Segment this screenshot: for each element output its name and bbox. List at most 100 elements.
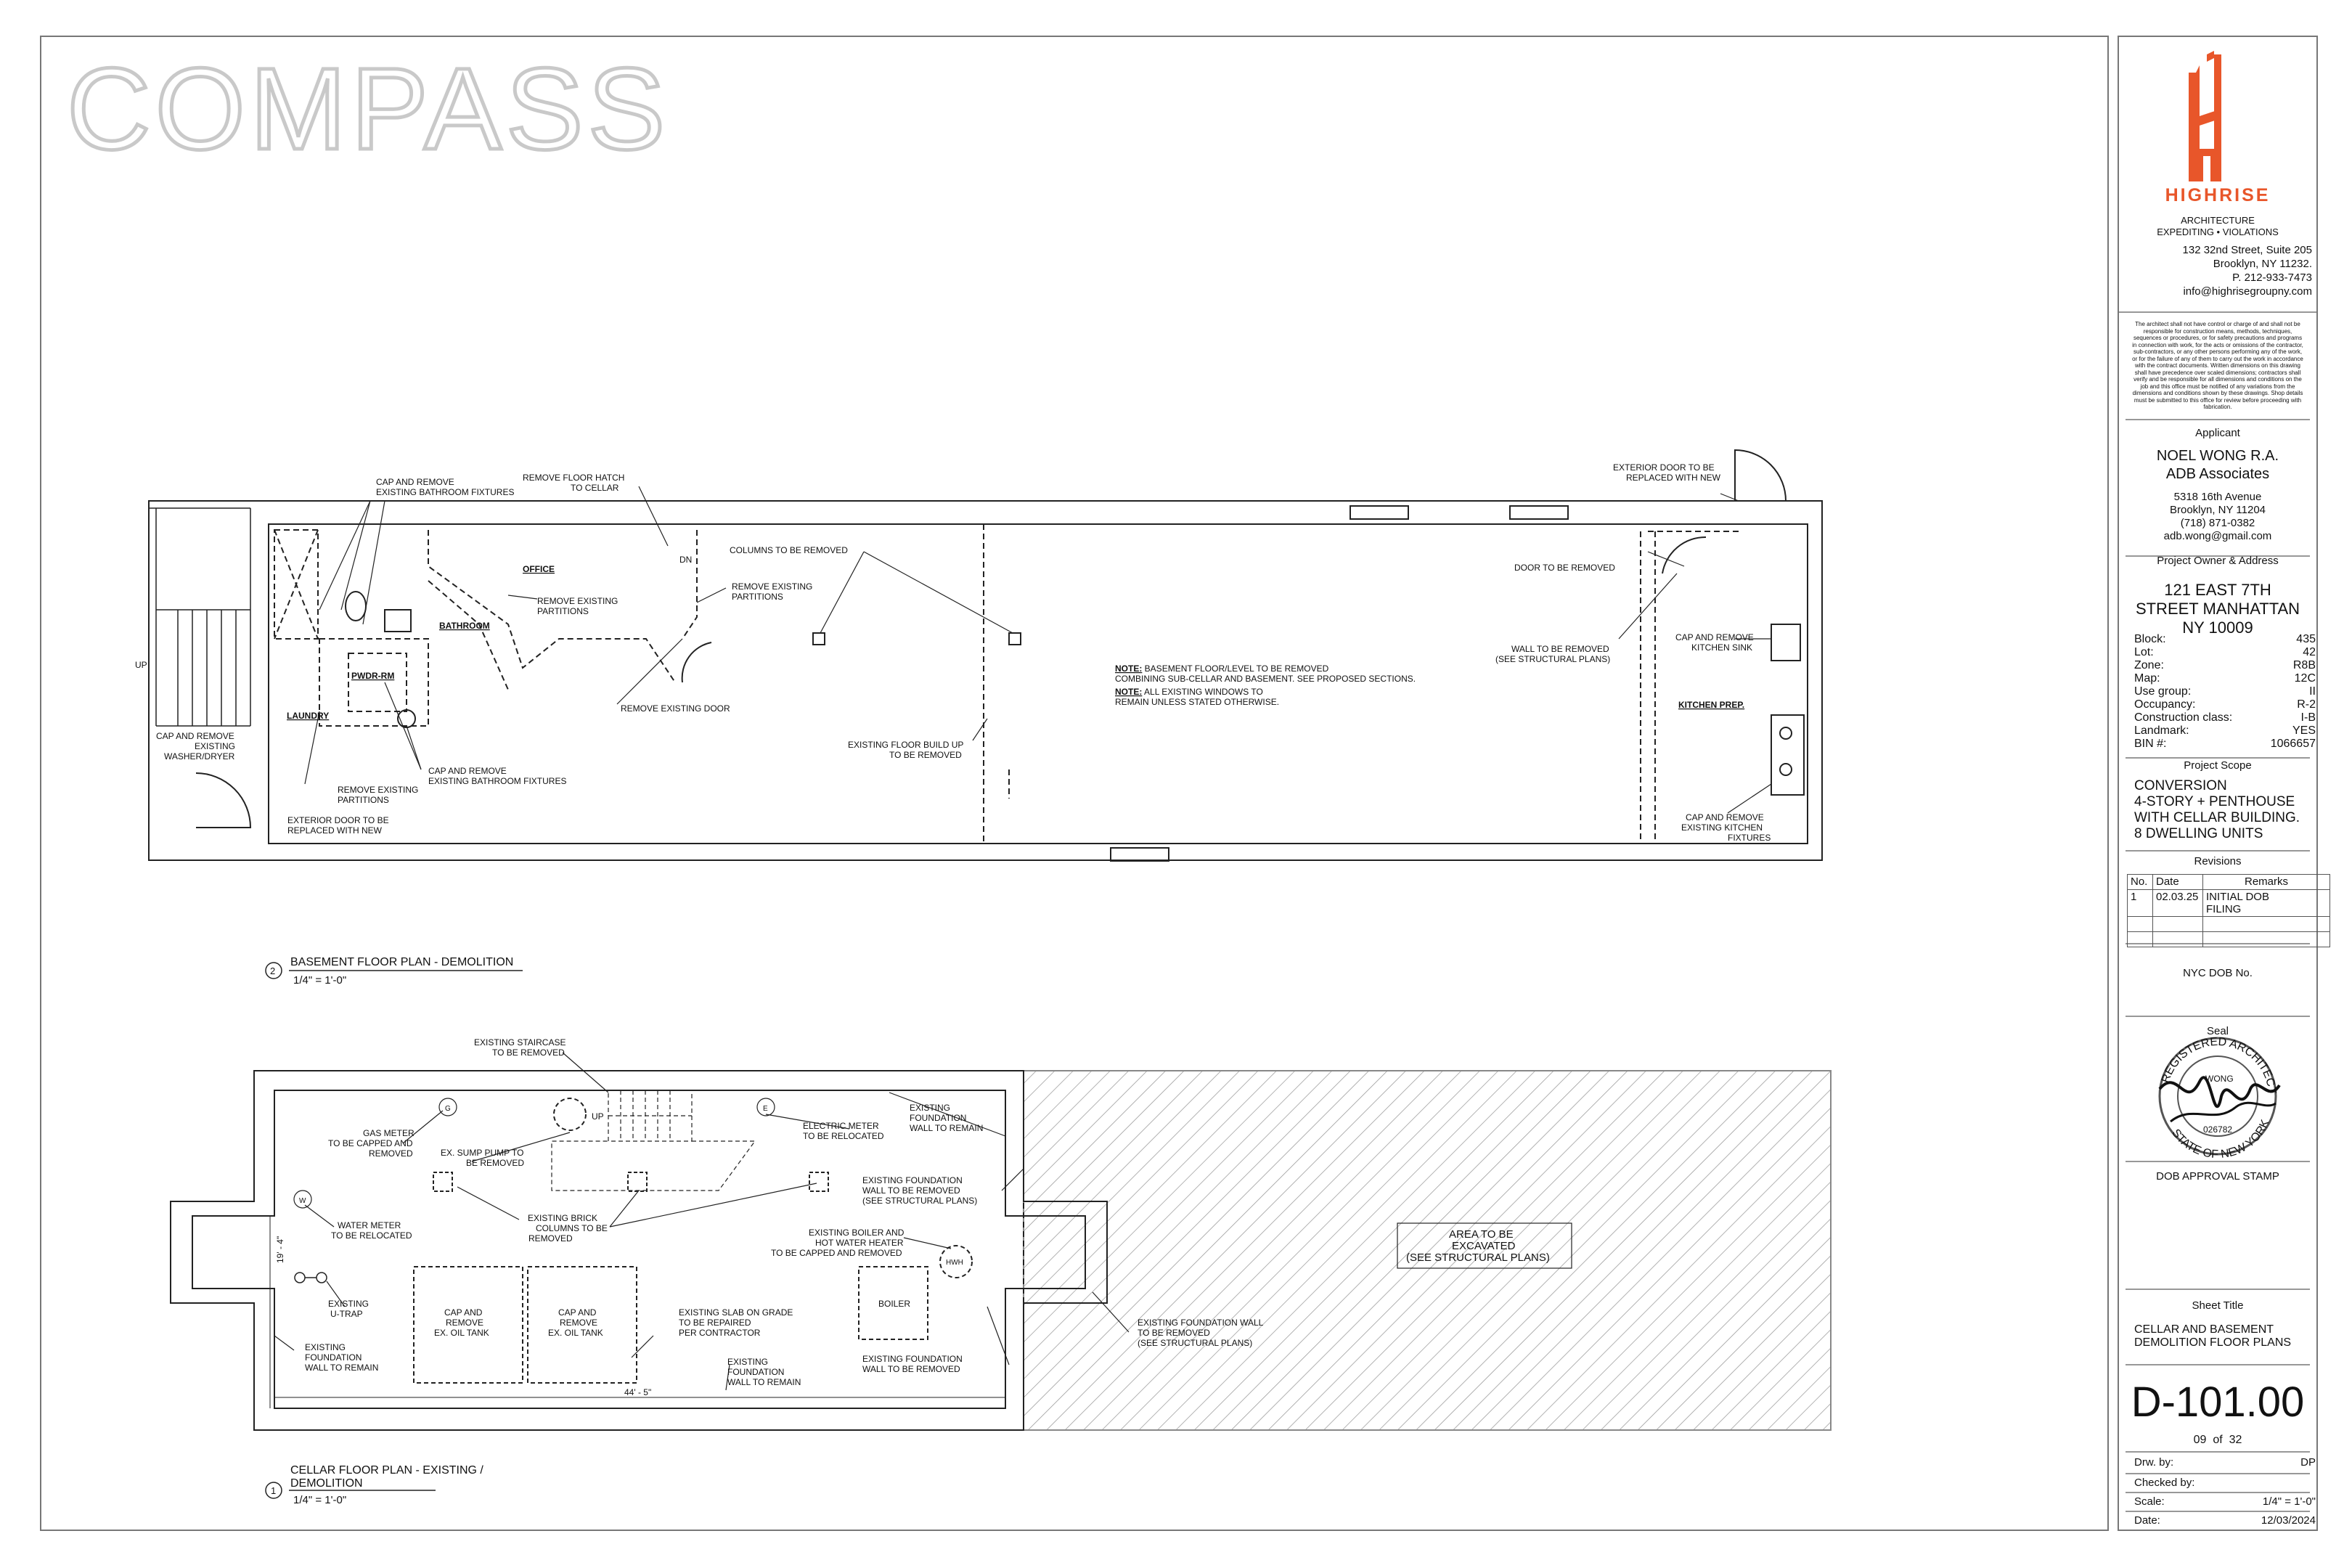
meta-key: Scale: (2134, 1495, 2165, 1508)
cellar-title: 1 CELLAR FLOOR PLAN - EXISTING / DEMOLIT… (265, 1464, 483, 1506)
prop-key: Zone: (2134, 659, 2164, 671)
note-fwr-2: WALL TO BE REMOVED (862, 1185, 960, 1196)
tank2-b: REMOVE (560, 1318, 597, 1328)
note-remove-part-2: PARTITIONS (537, 606, 589, 616)
cellar-up: UP (592, 1111, 604, 1122)
note-remove-part-b: REMOVE EXISTING (732, 581, 812, 592)
note-stair: EXISTING STAIRCASE (474, 1037, 565, 1048)
brick-column-2 (627, 1172, 648, 1192)
window-1 (1349, 505, 1409, 520)
note-washer-2: EXISTING (195, 741, 235, 751)
partitions-to-remove (274, 524, 1742, 844)
owner-heading: Project Owner & Address (2157, 555, 2279, 567)
note-fwall: EXISTING (910, 1103, 950, 1113)
firm-phone: P. 212-933-7473 (2232, 271, 2312, 284)
tank2-c: EX. OIL TANK (548, 1328, 603, 1338)
note-water: WATER METER (338, 1220, 401, 1230)
tank1-b: REMOVE (446, 1318, 483, 1328)
meta-key: Date: (2134, 1514, 2160, 1527)
excavate-2: EXCAVATED (1452, 1240, 1516, 1252)
dim-width: 44' - 5" (624, 1387, 651, 1397)
interior-door (681, 642, 712, 683)
note-fwall-2: FOUNDATION (910, 1113, 966, 1123)
gas-meter-symbol (438, 1098, 457, 1116)
prop-value: II (2309, 685, 2316, 698)
cellar-leader-lines (274, 1052, 1130, 1391)
toilet (345, 591, 367, 621)
window-3 (1110, 847, 1169, 862)
prop-value: R-2 (2297, 698, 2316, 711)
note-basement-1b: COMBINING SUB-CELLAR AND BASEMENT. SEE P… (1115, 674, 1416, 684)
meta-key: Checked by: (2134, 1477, 2195, 1489)
stove-burner (1779, 727, 1792, 740)
applicant-addr1: 5318 16th Avenue (2173, 491, 2262, 503)
sheet-total: 32 (2229, 1434, 2242, 1446)
note-boilnote-2: HOT WATER HEATER (815, 1238, 904, 1248)
owner-line3: NY 10009 (2182, 618, 2253, 637)
boiler (858, 1266, 928, 1340)
room-kitchen: KITCHEN PREP. (1678, 700, 1744, 710)
prop-value: R8B (2292, 659, 2316, 671)
dimension-lines (269, 1216, 1005, 1408)
note-ext-door-left: EXTERIOR DOOR TO BE (287, 815, 389, 825)
stove-burner-2 (1779, 763, 1792, 776)
prop-key: Lot: (2134, 646, 2154, 658)
sheet-of: of (2213, 1434, 2223, 1446)
note-boilnote-3: TO BE CAPPED AND REMOVED (771, 1248, 902, 1258)
revision-row-empty (2127, 931, 2330, 947)
note-ext-door-right: EXTERIOR DOOR TO BE (1613, 462, 1715, 473)
sheet-title-line1: CELLAR AND BASEMENT (2134, 1323, 2274, 1336)
room-pwdr: PWDR-RM (351, 671, 394, 681)
kitchen-door (1662, 536, 1707, 574)
cellar-title-scale: 1/4" = 1'-0" (293, 1494, 346, 1506)
note-remove-part-b-2: PARTITIONS (732, 592, 783, 602)
prop-value: 42 (2303, 646, 2316, 658)
note-sump-2: BE REMOVED (466, 1158, 524, 1168)
note-ext-door-right-2: REPLACED WITH NEW (1626, 473, 1721, 483)
prop-value: I-B (2300, 711, 2316, 724)
note-kfix-2: EXISTING KITCHEN (1681, 822, 1763, 833)
revision-row-empty (2127, 916, 2330, 932)
seal-heading: Seal (2206, 1025, 2229, 1037)
note-boilnote: EXISTING BOILER AND (809, 1228, 905, 1238)
prop-row: Construction class: I-B (2134, 711, 2316, 724)
note-washer-3: WASHER/DRYER (164, 751, 235, 761)
meta-row: Checked by: (2134, 1477, 2316, 1489)
note-remove-door: REMOVE EXISTING DOOR (621, 703, 730, 714)
prop-key: Use group: (2134, 685, 2192, 698)
signature (2158, 1076, 2281, 1108)
note-fb-2: FOUNDATION (727, 1367, 784, 1377)
basement-inner-wall (268, 523, 1808, 844)
room-bathroom: BATHROOM (439, 621, 490, 631)
meta-row: Drw. by:DP (2134, 1456, 2316, 1469)
window-2 (1509, 505, 1569, 520)
u-trap (294, 1272, 327, 1283)
note-fex: EXISTING FOUNDATION WALL (1138, 1318, 1264, 1328)
note-fwall-3: WALL TO REMAIN (910, 1123, 983, 1133)
title-block-border (2118, 36, 2318, 1531)
applicant-phone: (718) 871-0382 (2180, 517, 2255, 529)
highrise-logo-icon (2189, 51, 2221, 181)
meta-row: Date: 12/03/2024 (2134, 1514, 2316, 1527)
prop-row: Map:12C (2134, 672, 2316, 685)
firm-address1: 132 32nd Street, Suite 205 (2182, 244, 2312, 256)
note-sink: CAP AND REMOVE (1675, 632, 1754, 642)
note-gas: GAS METER (363, 1128, 415, 1138)
symbol-e: E (763, 1105, 768, 1113)
prop-key: Block: (2134, 633, 2166, 645)
symbol-g: G (445, 1105, 451, 1113)
tank2-a: CAP AND (558, 1307, 597, 1318)
note-elec: ELECTRIC METER (803, 1121, 879, 1131)
note-remove-part-c-2: PARTITIONS (338, 795, 389, 805)
meta-value: 12/03/2024 (2261, 1514, 2316, 1527)
note-fb: EXISTING (727, 1357, 768, 1367)
basement-plan (148, 449, 1823, 862)
excavate-3: (SEE STRUCTURAL PLANS) (1406, 1251, 1550, 1264)
revisions-header-row: No. Date Remarks (2127, 874, 2330, 890)
note-utrap: EXISTING (328, 1299, 369, 1309)
prop-key: Construction class: (2134, 711, 2233, 724)
